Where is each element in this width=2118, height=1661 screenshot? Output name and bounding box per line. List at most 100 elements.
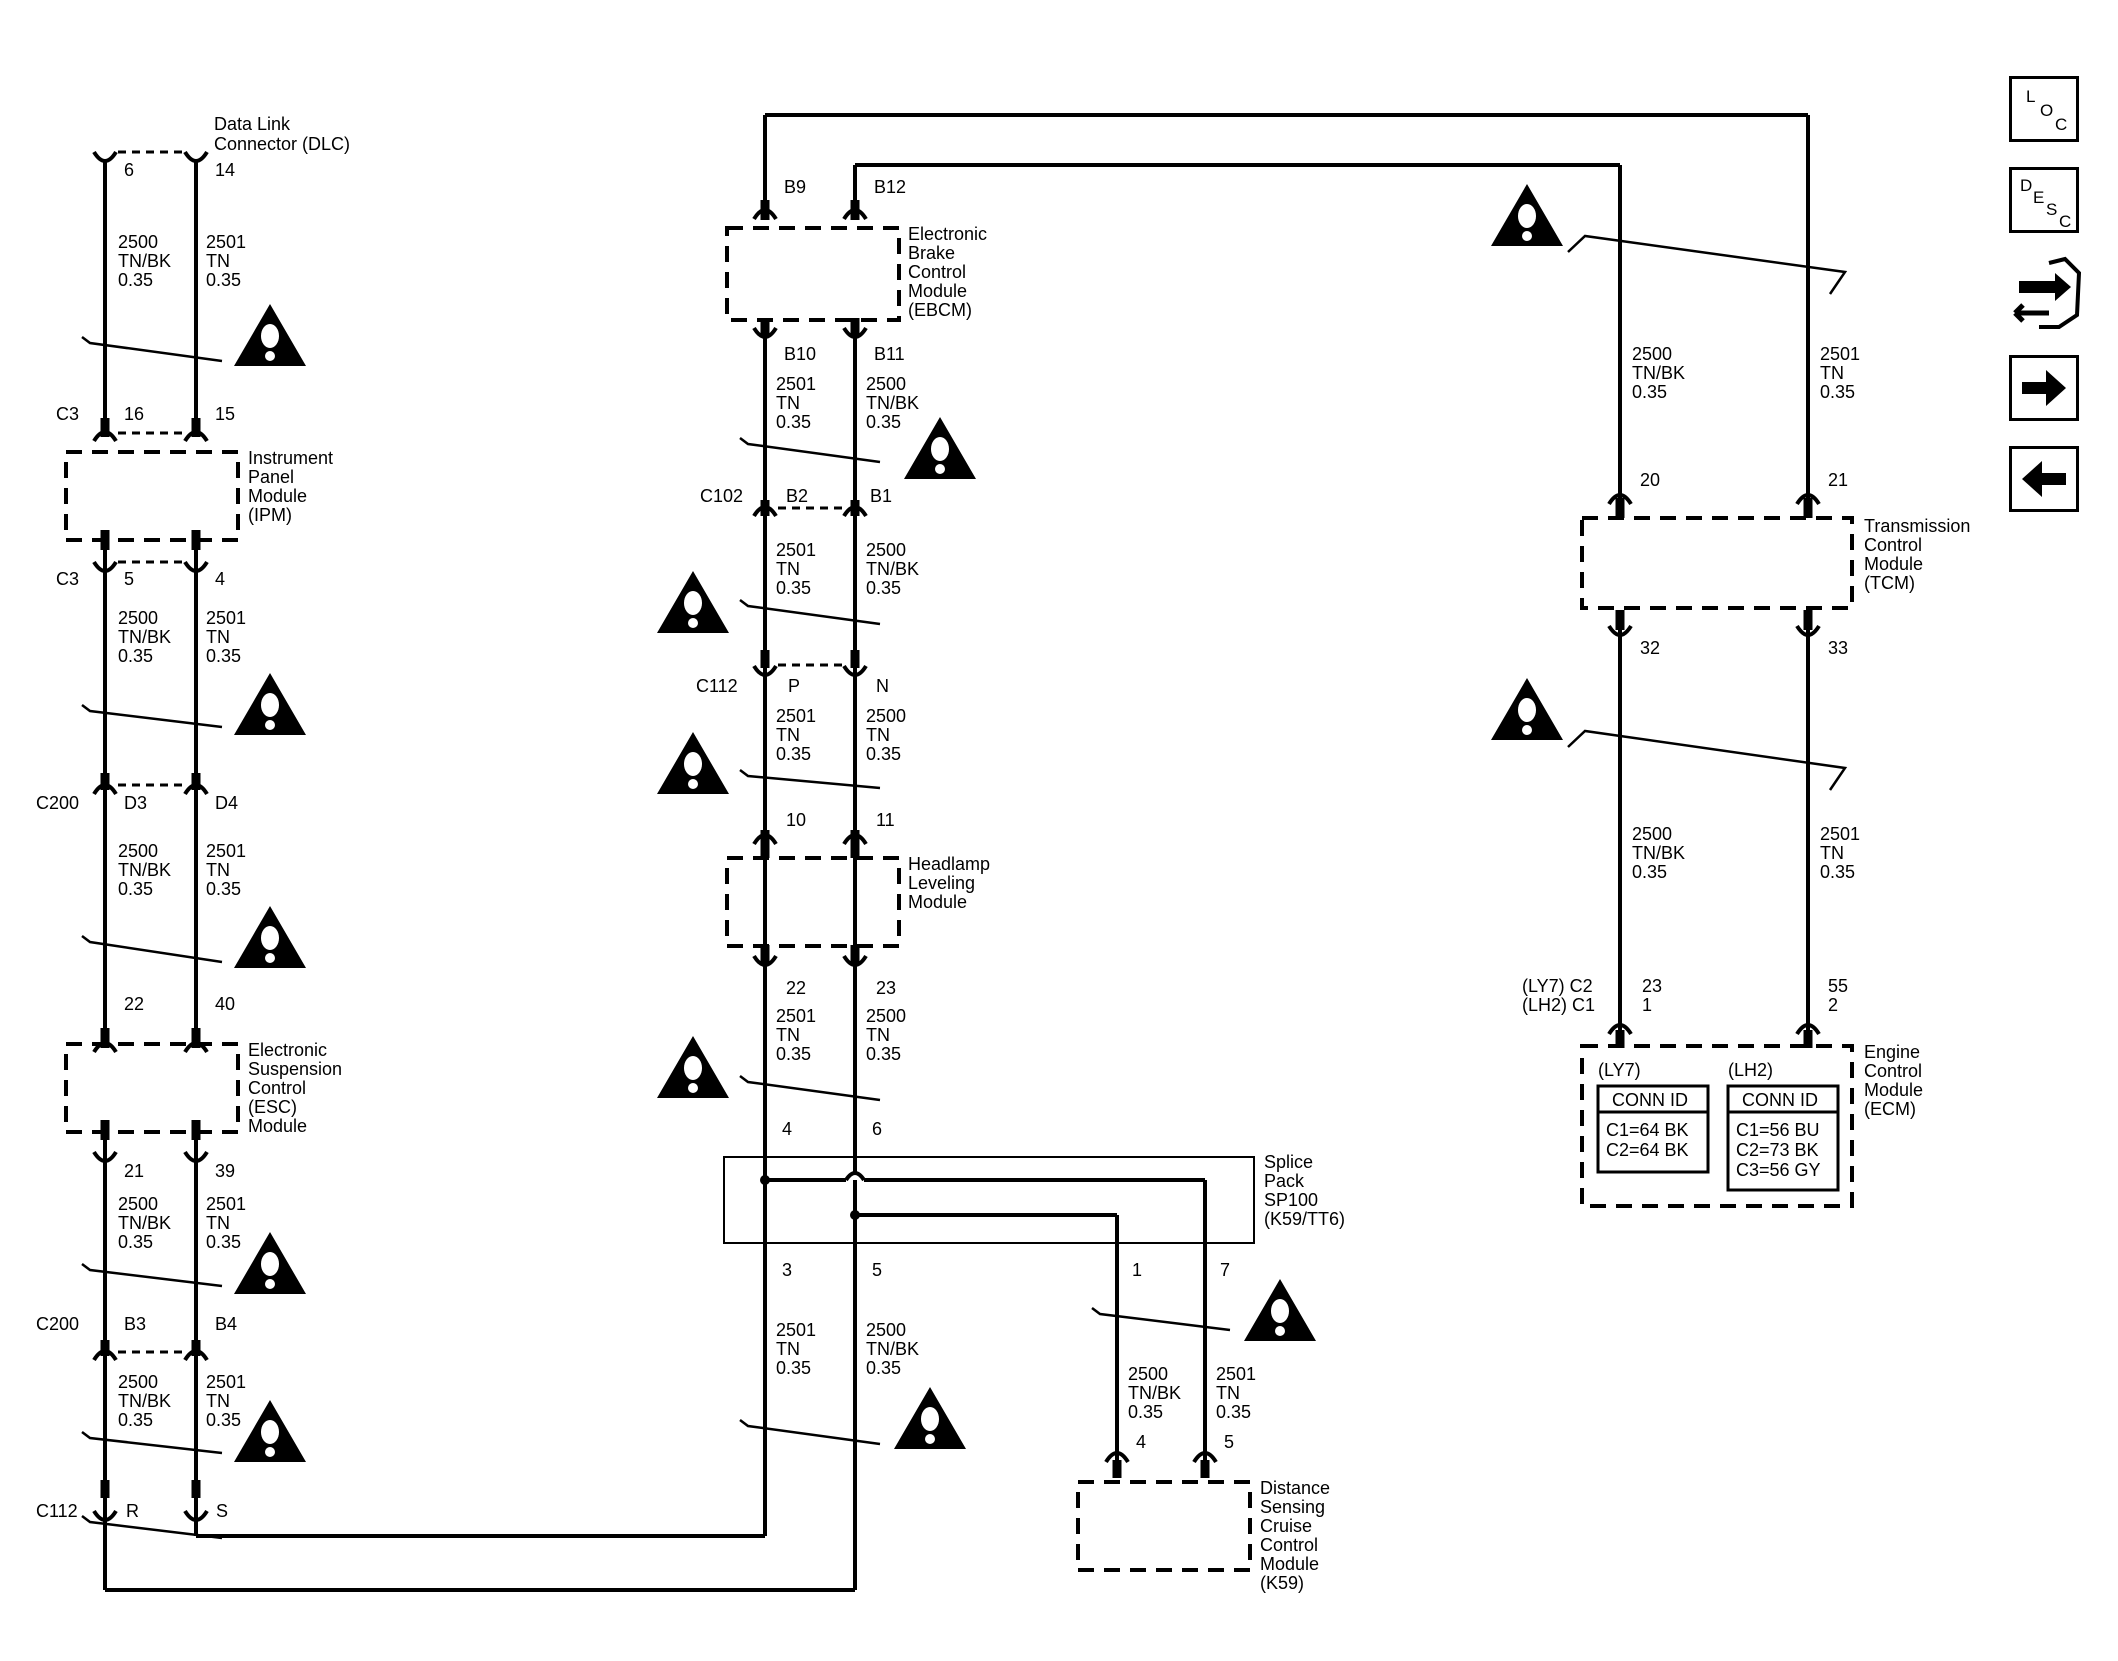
svg-text:C112: C112 [36, 1501, 78, 1521]
previous-page-button[interactable] [2009, 446, 2079, 512]
svg-text:0.35: 0.35 [866, 412, 901, 432]
svg-text:B12: B12 [874, 177, 906, 197]
svg-text:2501: 2501 [1216, 1364, 1256, 1384]
svg-text:Panel: Panel [248, 467, 294, 487]
svg-text:Module: Module [908, 281, 967, 301]
svg-text:TN: TN [776, 393, 800, 413]
svg-text:0.35: 0.35 [776, 412, 811, 432]
svg-text:TN/BK: TN/BK [866, 1339, 919, 1359]
svg-text:0.35: 0.35 [1632, 382, 1667, 402]
svg-text:0.35: 0.35 [1632, 862, 1667, 882]
svg-text:TN: TN [206, 1391, 230, 1411]
svg-text:CONN ID: CONN ID [1612, 1090, 1688, 1110]
svg-text:2500: 2500 [866, 374, 906, 394]
svg-text:21: 21 [1828, 470, 1848, 490]
svg-text:B10: B10 [784, 344, 816, 364]
svg-text:TN/BK: TN/BK [866, 559, 919, 579]
svg-text:(ECM): (ECM) [1864, 1099, 1916, 1119]
svg-text:B2: B2 [786, 486, 808, 506]
svg-text:(K59): (K59) [1260, 1573, 1304, 1593]
svg-text:CONN ID: CONN ID [1742, 1090, 1818, 1110]
warning-triangle-icon [1491, 678, 1563, 740]
svg-text:C200: C200 [36, 793, 79, 813]
svg-text:22: 22 [124, 994, 144, 1014]
svg-text:2500: 2500 [118, 1194, 158, 1214]
connector-end-view-icon[interactable] [2009, 255, 2085, 335]
svg-text:2501: 2501 [776, 1320, 816, 1340]
svg-text:D4: D4 [215, 793, 238, 813]
svg-text:TN: TN [1820, 843, 1844, 863]
svg-text:40: 40 [215, 994, 235, 1014]
svg-text:Module: Module [248, 1116, 307, 1136]
svg-text:TN: TN [206, 251, 230, 271]
svg-text:C112: C112 [696, 676, 738, 696]
svg-text:5: 5 [872, 1260, 882, 1280]
svg-text:Electronic: Electronic [908, 224, 987, 244]
svg-text:2501: 2501 [776, 374, 816, 394]
svg-text:15: 15 [215, 404, 235, 424]
svg-text:TN: TN [866, 1025, 890, 1045]
svg-text:TN: TN [776, 1025, 800, 1045]
svg-text:2500: 2500 [1632, 824, 1672, 844]
svg-text:B11: B11 [874, 344, 905, 364]
svg-text:TN: TN [776, 725, 800, 745]
svg-text:SP100: SP100 [1264, 1190, 1318, 1210]
svg-text:2: 2 [1828, 995, 1838, 1015]
svg-text:0.35: 0.35 [866, 1044, 901, 1064]
svg-text:0.35: 0.35 [776, 1044, 811, 1064]
left-harness [64, 150, 855, 1592]
svg-text:23: 23 [876, 978, 896, 998]
svg-text:0.35: 0.35 [118, 270, 153, 290]
svg-text:B3: B3 [124, 1314, 146, 1334]
splice-pack-box [723, 1156, 1255, 1244]
svg-text:33: 33 [1828, 638, 1848, 658]
svg-text:39: 39 [215, 1161, 235, 1181]
svg-text:C200: C200 [36, 1314, 79, 1334]
svg-text:(LY7): (LY7) [1598, 1060, 1641, 1080]
svg-text:Engine: Engine [1864, 1042, 1920, 1062]
dscc-box [1076, 1480, 1252, 1572]
description-button[interactable]: D E S C [2009, 167, 2079, 233]
svg-text:TN/BK: TN/BK [118, 251, 171, 271]
svg-text:Module: Module [1260, 1554, 1319, 1574]
next-page-button[interactable] [2009, 355, 2079, 421]
svg-text:0.35: 0.35 [206, 1410, 241, 1430]
svg-text:0.35: 0.35 [1216, 1402, 1251, 1422]
svg-text:3: 3 [782, 1260, 792, 1280]
svg-text:TN/BK: TN/BK [118, 1391, 171, 1411]
svg-text:TN: TN [1820, 363, 1844, 383]
svg-text:C3=56 GY: C3=56 GY [1736, 1160, 1821, 1180]
dlc-label-2: Connector (DLC) [214, 134, 350, 154]
svg-text:2501: 2501 [206, 608, 246, 628]
svg-text:0.35: 0.35 [776, 1358, 811, 1378]
svg-text:0.35: 0.35 [866, 744, 901, 764]
svg-text:2501: 2501 [776, 540, 816, 560]
loc-letter: O [2040, 101, 2054, 120]
warning-triangle-icon [657, 571, 729, 633]
esc-box [64, 1042, 240, 1134]
svg-text:C1=64 BK: C1=64 BK [1606, 1120, 1689, 1140]
svg-text:R: R [126, 1501, 139, 1521]
svg-text:2501: 2501 [776, 1006, 816, 1026]
svg-text:B4: B4 [215, 1314, 237, 1334]
svg-text:Module: Module [1864, 554, 1923, 574]
svg-text:22: 22 [786, 978, 806, 998]
svg-text:C2=73 BK: C2=73 BK [1736, 1140, 1819, 1160]
loc-letter: L [2026, 87, 2036, 106]
svg-text:0.35: 0.35 [1128, 1402, 1163, 1422]
svg-text:C2=64 BK: C2=64 BK [1606, 1140, 1689, 1160]
svg-text:20: 20 [1640, 470, 1660, 490]
warning-triangle-icon [234, 673, 306, 735]
svg-text:0.35: 0.35 [118, 646, 153, 666]
svg-text:0.35: 0.35 [206, 646, 241, 666]
svg-text:(ESC): (ESC) [248, 1097, 297, 1117]
svg-text:2500: 2500 [118, 232, 158, 252]
svg-text:0.35: 0.35 [118, 879, 153, 899]
svg-text:0.35: 0.35 [776, 744, 811, 764]
location-button[interactable]: L O C [2009, 76, 2079, 142]
dlc-label-1: Data Link [214, 114, 291, 134]
svg-text:TN/BK: TN/BK [1632, 363, 1685, 383]
svg-text:23: 23 [1642, 976, 1662, 996]
svg-text:C1=56 BU: C1=56 BU [1736, 1120, 1820, 1140]
